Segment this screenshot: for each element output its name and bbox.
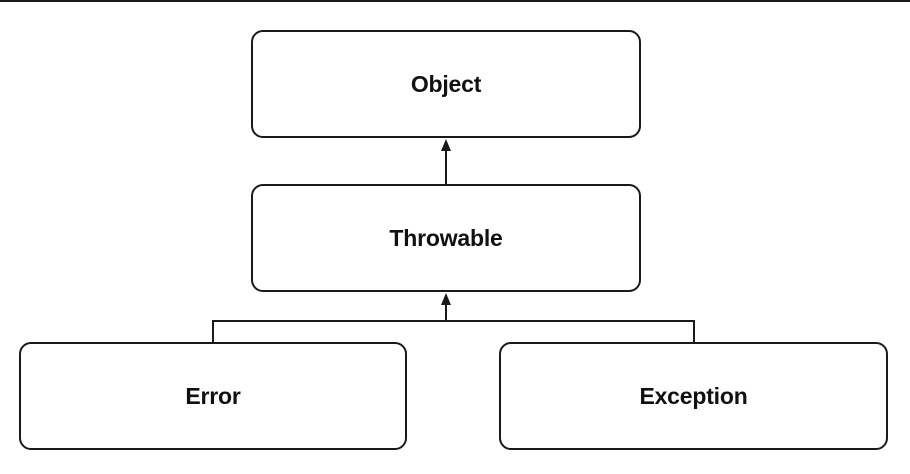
arrowhead-throwable <box>441 293 451 305</box>
edge-children-bracket <box>212 320 695 342</box>
node-exception-label: Exception <box>639 382 748 409</box>
node-throwable-label: Throwable <box>389 224 503 251</box>
arrowhead-object <box>441 139 451 151</box>
top-border-line <box>0 0 910 2</box>
node-object: Object <box>251 30 641 138</box>
node-error: Error <box>19 342 407 450</box>
node-object-label: Object <box>410 70 482 97</box>
node-exception: Exception <box>499 342 888 450</box>
node-throwable: Throwable <box>251 184 641 292</box>
node-error-label: Error <box>185 382 241 409</box>
